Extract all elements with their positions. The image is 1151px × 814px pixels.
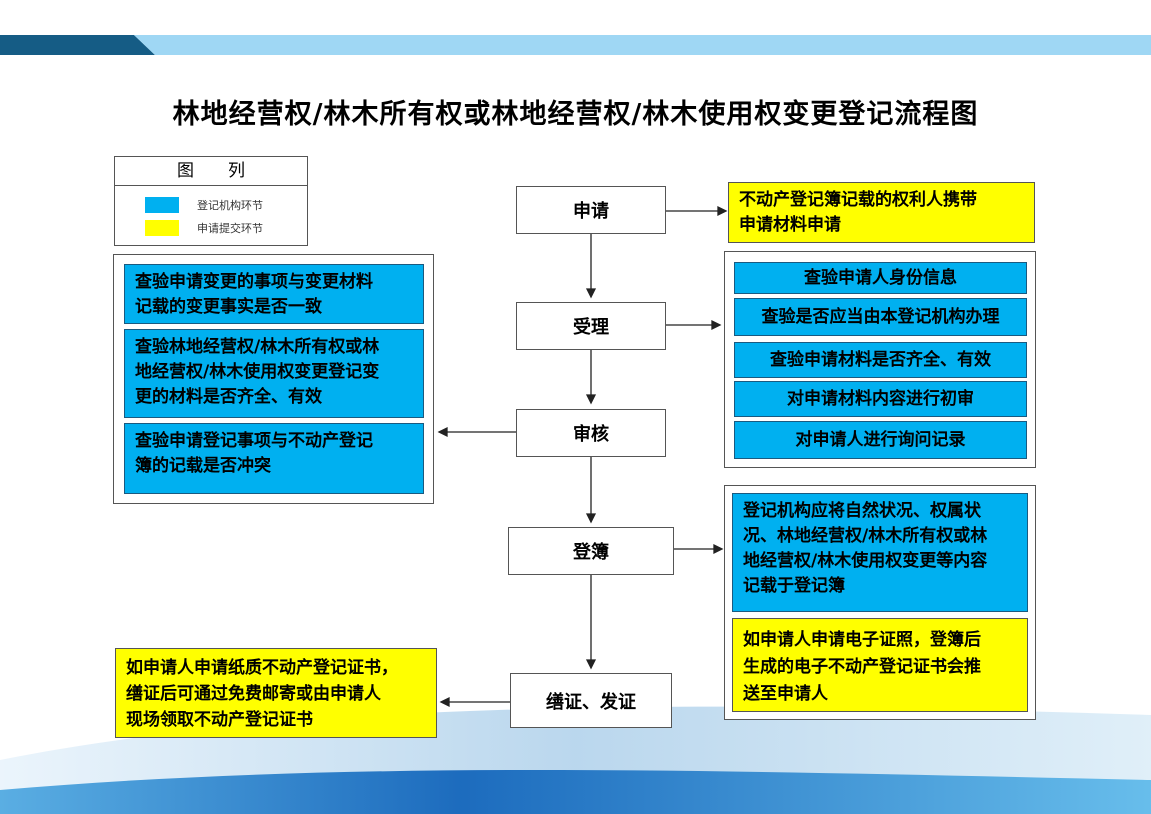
legend-label: 申请提交环节 xyxy=(197,222,263,235)
accept-item: 查验申请人身份信息 xyxy=(734,262,1027,294)
item-line: 登记机构应将自然状况、权属状 xyxy=(743,501,981,521)
note-line: 不动产登记簿记载的权利人携带 xyxy=(739,190,977,210)
legend: 图 列 登记机构环节 申请提交环节 xyxy=(114,156,308,246)
item-line: 记载于登记簿 xyxy=(743,576,845,596)
item-line: 更的材料是否齐全、有效 xyxy=(135,387,322,407)
step-issue: 缮证、发证 xyxy=(510,673,672,728)
accept-item: 对申请人进行询问记录 xyxy=(734,421,1027,459)
item-line: 查验申请变更的事项与变更材料 xyxy=(135,272,373,292)
legend-swatch-blue xyxy=(145,197,179,213)
legend-label: 登记机构环节 xyxy=(197,199,263,212)
legend-swatch-yellow xyxy=(145,220,179,236)
note-line: 如申请人申请纸质不动产登记证书， xyxy=(126,658,398,678)
item-line: 记载的变更事实是否一致 xyxy=(135,297,322,317)
note-line: 申请材料申请 xyxy=(739,215,841,235)
item-line: 如申请人申请电子证照，登簿后 xyxy=(743,630,981,650)
item-line: 查验申请登记事项与不动产登记 xyxy=(135,431,373,451)
step-review: 审核 xyxy=(516,409,666,457)
note-line: 缮证后可通过免费邮寄或由申请人 xyxy=(126,684,381,704)
register-item-yellow: 如申请人申请电子证照，登簿后 生成的电子不动产登记证书会推 送至申请人 xyxy=(732,618,1028,712)
item-line: 况、林地经营权/林木所有权或林 xyxy=(743,526,988,546)
review-item: 查验申请登记事项与不动产登记 簿的记载是否冲突 xyxy=(124,423,424,494)
accept-item: 对申请材料内容进行初审 xyxy=(734,381,1027,417)
item-line: 簿的记载是否冲突 xyxy=(135,456,271,476)
accept-item: 查验是否应当由本登记机构办理 xyxy=(734,298,1027,336)
step-accept: 受理 xyxy=(516,302,666,350)
note-line: 现场领取不动产登记证书 xyxy=(126,710,313,730)
page-title: 林地经营权/林木所有权或林地经营权/林木使用权变更登记流程图 xyxy=(172,99,979,130)
accept-item: 查验申请材料是否齐全、有效 xyxy=(734,342,1027,378)
review-item: 查验林地经营权/林木所有权或林 地经营权/林木使用权变更登记变 更的材料是否齐全… xyxy=(124,329,424,418)
item-line: 地经营权/林木使用权变更登记变 xyxy=(135,362,380,382)
register-item-blue: 登记机构应将自然状况、权属状 况、林地经营权/林木所有权或林 地经营权/林木使用… xyxy=(732,493,1028,612)
item-line: 地经营权/林木使用权变更等内容 xyxy=(743,551,988,571)
review-item: 查验申请变更的事项与变更材料 记载的变更事实是否一致 xyxy=(124,264,424,324)
item-line: 生成的电子不动产登记证书会推 xyxy=(743,657,981,677)
apply-note: 不动产登记簿记载的权利人携带 申请材料申请 xyxy=(728,182,1035,243)
item-line: 送至申请人 xyxy=(743,684,828,704)
legend-title: 图 列 xyxy=(115,157,307,186)
step-register: 登簿 xyxy=(508,527,674,575)
issue-note: 如申请人申请纸质不动产登记证书， 缮证后可通过免费邮寄或由申请人 现场领取不动产… xyxy=(115,648,437,738)
item-line: 查验林地经营权/林木所有权或林 xyxy=(135,337,380,357)
step-apply: 申请 xyxy=(516,186,666,234)
